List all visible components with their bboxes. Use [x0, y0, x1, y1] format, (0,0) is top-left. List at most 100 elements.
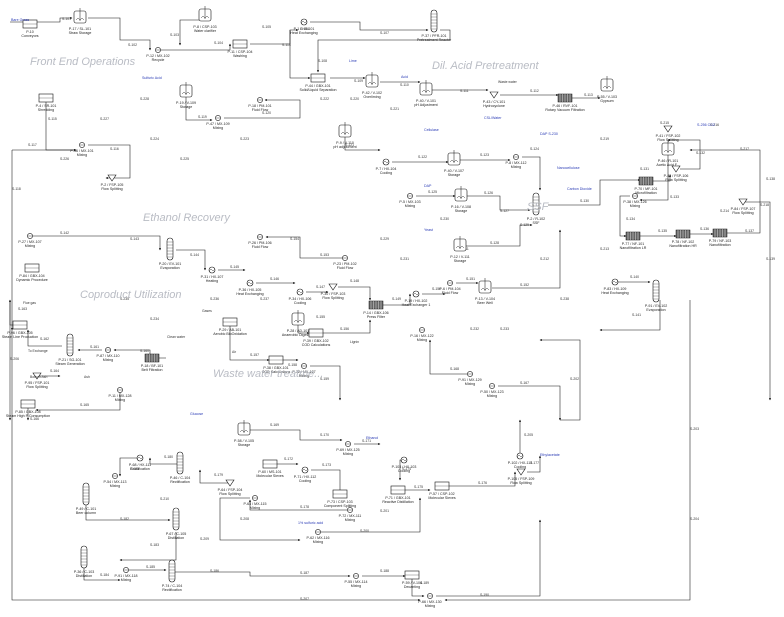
- stream-tag: S-102: [128, 43, 137, 47]
- feed-gases: Gases: [202, 309, 212, 313]
- unit-label: Mixing: [250, 506, 260, 510]
- unit-label: P-38 / MX-126: [623, 200, 646, 204]
- stream-tag: S-150: [432, 287, 441, 291]
- stream-tag: S-238: [560, 297, 569, 301]
- unit-label: P-39 / GBX-102: [303, 339, 328, 343]
- unit-label: P-8 / CSP-103: [193, 25, 216, 29]
- unit-label: Cooling: [398, 469, 410, 473]
- stream-pipe: [224, 98, 301, 119]
- stream-pipe: [88, 17, 152, 51]
- stream-tag: S-134: [626, 217, 635, 221]
- stream-pipe: [344, 132, 381, 152]
- unit-label: P-74 / C-104: [162, 584, 182, 588]
- unit-label: P-21 / SG-101: [59, 358, 82, 362]
- splitter-icon: [328, 283, 338, 291]
- unit-label: Belt Filtration: [142, 368, 163, 372]
- unit-label: Anaerobic Digestion: [282, 333, 314, 337]
- unit-label: Overliming: [363, 95, 380, 99]
- unit-label: P-40 / V-107: [444, 169, 464, 173]
- feed-clean-water: Clean water: [167, 335, 186, 339]
- unit-label: Flow Splitting: [219, 492, 240, 496]
- unit-label: Recycle: [152, 58, 165, 62]
- stream-tag: S-170: [320, 433, 329, 437]
- stream-tag: S-166: [30, 417, 39, 421]
- unit-label: P-7 / HX-104: [376, 167, 397, 171]
- unit-label: P-32 / MX-127: [292, 370, 315, 374]
- stream-tag: S-224: [150, 137, 159, 141]
- stream-pipe: [338, 286, 372, 301]
- unit-label: Rectification: [130, 467, 150, 471]
- stream-pipe: [316, 29, 451, 73]
- unit-label: Storage: [448, 173, 461, 177]
- unit-label: P-38 / GBX-101: [263, 366, 288, 370]
- stream-pipe: [198, 469, 230, 484]
- stream-tag: S-237: [260, 297, 269, 301]
- unit-label: Nanofiltration: [709, 243, 730, 247]
- unit-label: P-20 / EV-101: [159, 262, 181, 266]
- stream-tag: S-171: [362, 439, 371, 443]
- stream-tag: S-163: [18, 307, 27, 311]
- stream-pipe: [428, 339, 470, 375]
- unit-label: Mixing: [121, 578, 131, 582]
- stream-tag: S-121: [345, 143, 354, 147]
- feed-labels: Bare Grass Sulfuric Acid Lime Acid Waste…: [11, 18, 715, 525]
- stream-pipe: [119, 532, 177, 562]
- stream-pipe: [248, 499, 350, 511]
- stream-tag: S-147: [316, 285, 325, 289]
- unit-label: P-83 / HX-109: [604, 287, 627, 291]
- stream-tag: S-112: [530, 89, 539, 93]
- stream-pipe: [178, 19, 205, 46]
- stream-tag: S-233: [500, 327, 509, 331]
- stream-tag: S-181: [130, 467, 139, 471]
- splitter-icon: [738, 198, 748, 206]
- unit-label: P-71 / GBX-101: [385, 496, 410, 500]
- stream-tag: S-187: [300, 571, 309, 575]
- stream-tag: S-125: [428, 190, 437, 194]
- stream-tag: S-234: [150, 317, 159, 321]
- unit-label: P-12 / V-111: [450, 255, 469, 259]
- unit-label: Mixing: [351, 584, 361, 588]
- unit-label: Gypsum: [600, 99, 613, 103]
- stream-tag: S-148: [350, 279, 359, 283]
- unit-label: P-37 / PFR-101: [422, 34, 447, 38]
- stream-tag: S-177: [530, 461, 539, 465]
- unit-label: P-58 / V-105: [234, 439, 254, 443]
- unit-label: Storage: [180, 105, 193, 109]
- stream-tag: S-179: [214, 473, 223, 477]
- stream-pipe: [442, 471, 517, 487]
- unit-label: P-1 / HX-101: [294, 27, 315, 31]
- unit-label: Mixing: [511, 165, 521, 169]
- stream-pipe: [667, 138, 701, 170]
- stream-tag: S-115: [48, 117, 57, 121]
- unit-label: P-5 / MX-103: [399, 200, 420, 204]
- stream-tag: S-130: [580, 199, 589, 203]
- stream-tag: S-135: [658, 229, 667, 233]
- stream-tag: S-210: [160, 497, 169, 501]
- unit-label: Aerobic BioOxidation: [213, 332, 247, 336]
- feed-bottom-ash: Bottom Ash: [30, 375, 47, 379]
- stream-tag: S-129: [520, 223, 529, 227]
- unit-label: Flow Splitting: [101, 187, 122, 191]
- stream-tag: S-236: [210, 297, 219, 301]
- unit-label: P-62 / MX-116: [307, 536, 330, 540]
- stream-pipe: [26, 329, 62, 347]
- unit-label: P-4 / SR-101: [36, 104, 57, 108]
- unit-label: P-60 / MS-101: [258, 470, 281, 474]
